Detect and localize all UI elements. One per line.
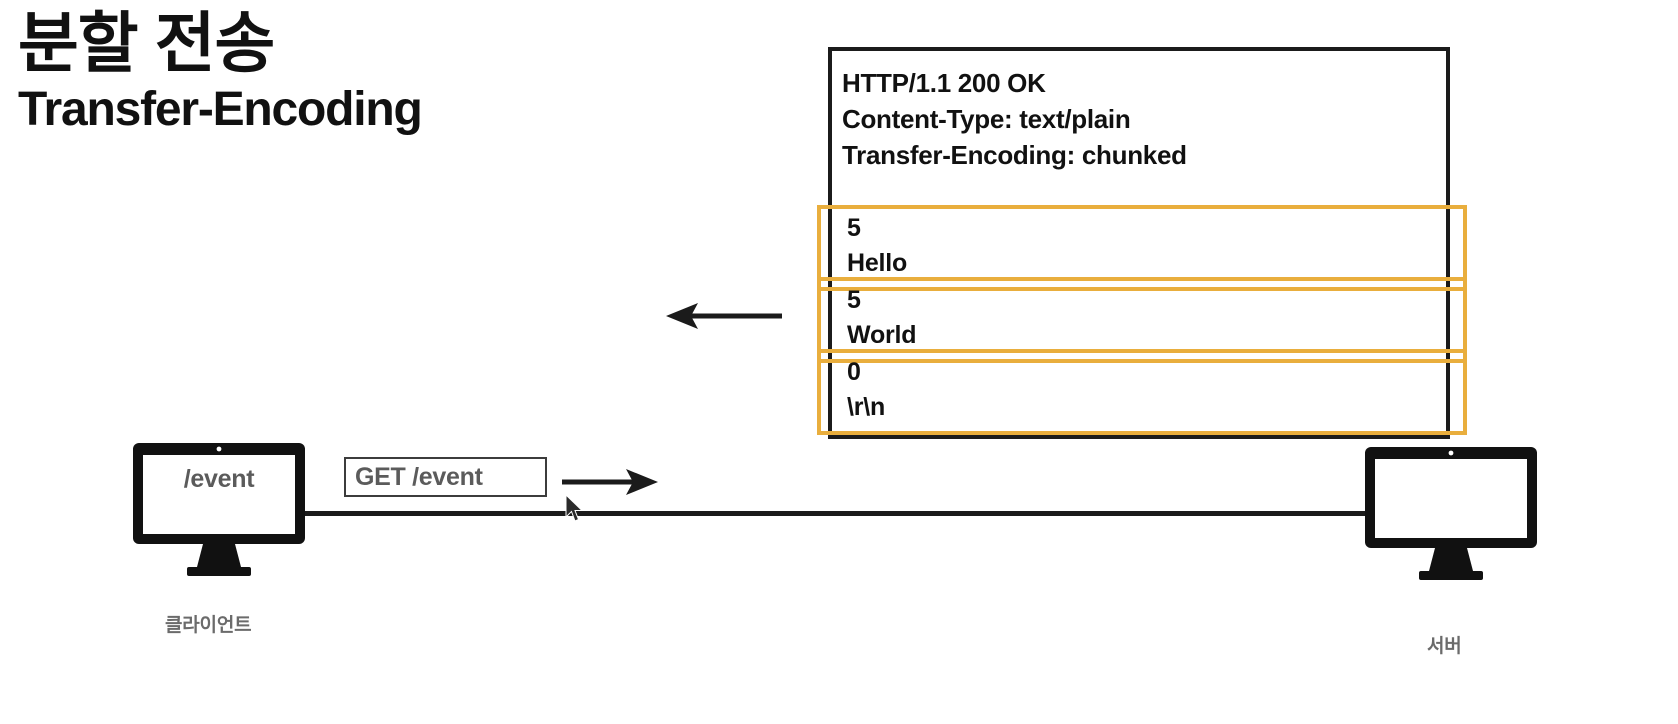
http-response-box <box>828 47 1450 439</box>
request-label-text: GET /event <box>355 462 483 491</box>
http-response-headers: HTTP/1.1 200 OK Content-Type: text/plain… <box>842 66 1442 174</box>
server-caption: 서버 <box>1427 636 1462 657</box>
client-monitor: /event <box>133 443 305 583</box>
slide-title-block: 분할 전송 Transfer-Encoding <box>18 6 638 137</box>
arrow-left-icon <box>664 294 784 338</box>
mouse-pointer-icon <box>564 493 586 524</box>
chunk-box: 5 World <box>817 277 1467 363</box>
request-label-box: GET /event <box>344 457 547 497</box>
desktop-monitor-icon <box>133 443 305 576</box>
response-header-transfer-encoding: Transfer-Encoding: chunked <box>842 139 1187 170</box>
chunk-box: 0 \r\n <box>817 349 1467 435</box>
server-monitor <box>1365 447 1537 587</box>
response-header-content-type: Content-Type: text/plain <box>842 103 1131 134</box>
arrow-right-icon <box>560 462 660 502</box>
chunk-size: 0 <box>847 358 861 386</box>
network-connection-line <box>296 511 1376 516</box>
chunk-box: 5 Hello <box>817 205 1467 291</box>
chunk-payload: \r\n <box>847 393 886 421</box>
chunk-size: 5 <box>847 214 861 242</box>
chunk-payload: Hello <box>847 249 908 277</box>
page-subtitle: Transfer-Encoding <box>18 83 423 137</box>
page-title: 분할 전송 <box>18 6 275 80</box>
chunk-payload: World <box>847 321 917 349</box>
desktop-monitor-icon <box>1365 447 1537 580</box>
client-caption: 클라이언트 <box>165 615 252 636</box>
response-status-line: HTTP/1.1 200 OK <box>842 68 1046 98</box>
chunk-size: 5 <box>847 286 861 314</box>
